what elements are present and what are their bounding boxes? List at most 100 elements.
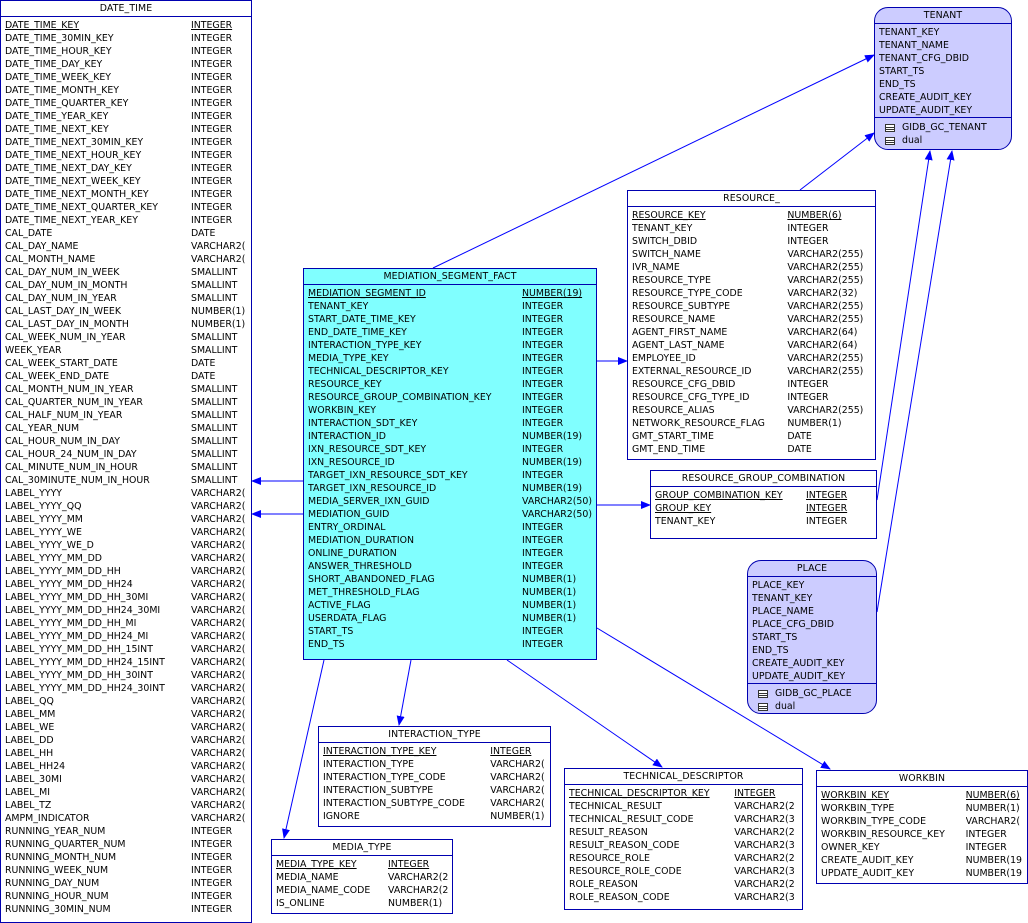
- column-row-update-audit-key[interactable]: UPDATE_AUDIT_KEY: [879, 104, 1011, 117]
- source-table-gidb-gc-place[interactable]: GIDB_GC_PLACE: [758, 687, 876, 700]
- column-row-tenant-key[interactable]: TENANT_KEY: [752, 592, 876, 605]
- column-row-place-cfg-dbid[interactable]: PLACE_CFG_DBID: [752, 618, 876, 631]
- column-row-start-ts[interactable]: START_TS: [879, 65, 1011, 78]
- source-table-dual[interactable]: dual: [885, 134, 1011, 147]
- source-table-gidb-gc-tenant[interactable]: GIDB_GC_TENANT: [885, 121, 1011, 134]
- column-row-start-ts[interactable]: START_TS: [752, 631, 876, 644]
- column-row-update-audit-key[interactable]: UPDATE_AUDIT_KEY: [752, 670, 876, 683]
- column-row-end-ts[interactable]: END_TS: [879, 78, 1011, 91]
- column-row-create-audit-key[interactable]: CREATE_AUDIT_KEY: [879, 91, 1011, 104]
- column-row-place-name[interactable]: PLACE_NAME: [752, 605, 876, 618]
- source-table-dual[interactable]: dual: [758, 700, 876, 713]
- column-row-place-key[interactable]: PLACE_KEY: [752, 579, 876, 592]
